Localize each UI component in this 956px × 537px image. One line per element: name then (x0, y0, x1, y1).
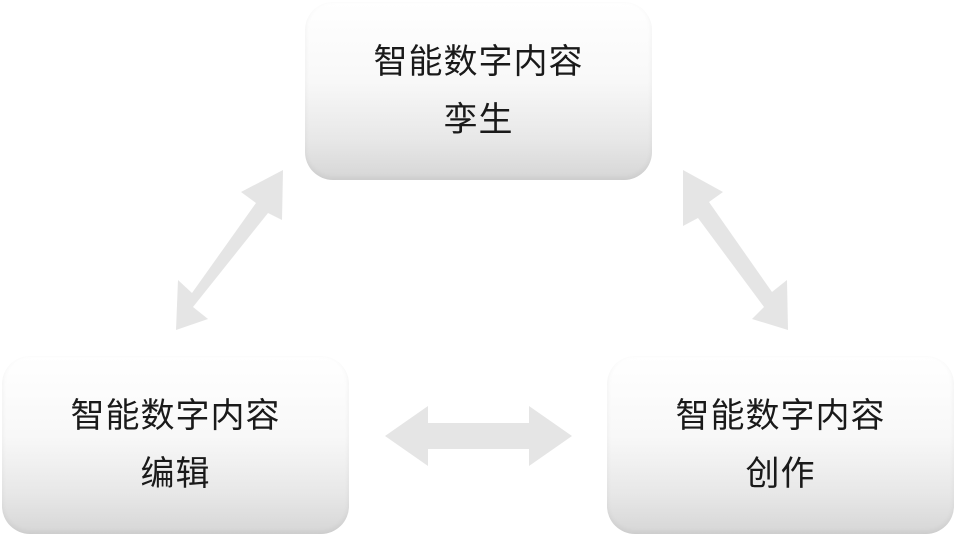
double-arrow-left-right (385, 406, 572, 466)
node-label-line2: 孪生 (443, 100, 514, 140)
node-label-line2: 编辑 (140, 454, 211, 494)
node-digital-twin: 智能数字内容 孪生 (305, 2, 652, 180)
node-content-creation: 智能数字内容 创作 (607, 356, 954, 534)
node-label-line2: 创作 (745, 454, 816, 494)
node-content-editing: 智能数字内容 编辑 (2, 356, 349, 534)
node-label-line1: 智能数字内容 (70, 396, 281, 436)
double-arrow-top-left (176, 170, 283, 330)
node-label-line1: 智能数字内容 (373, 42, 584, 82)
node-label-line1: 智能数字内容 (675, 396, 886, 436)
double-arrow-top-right (683, 170, 788, 330)
